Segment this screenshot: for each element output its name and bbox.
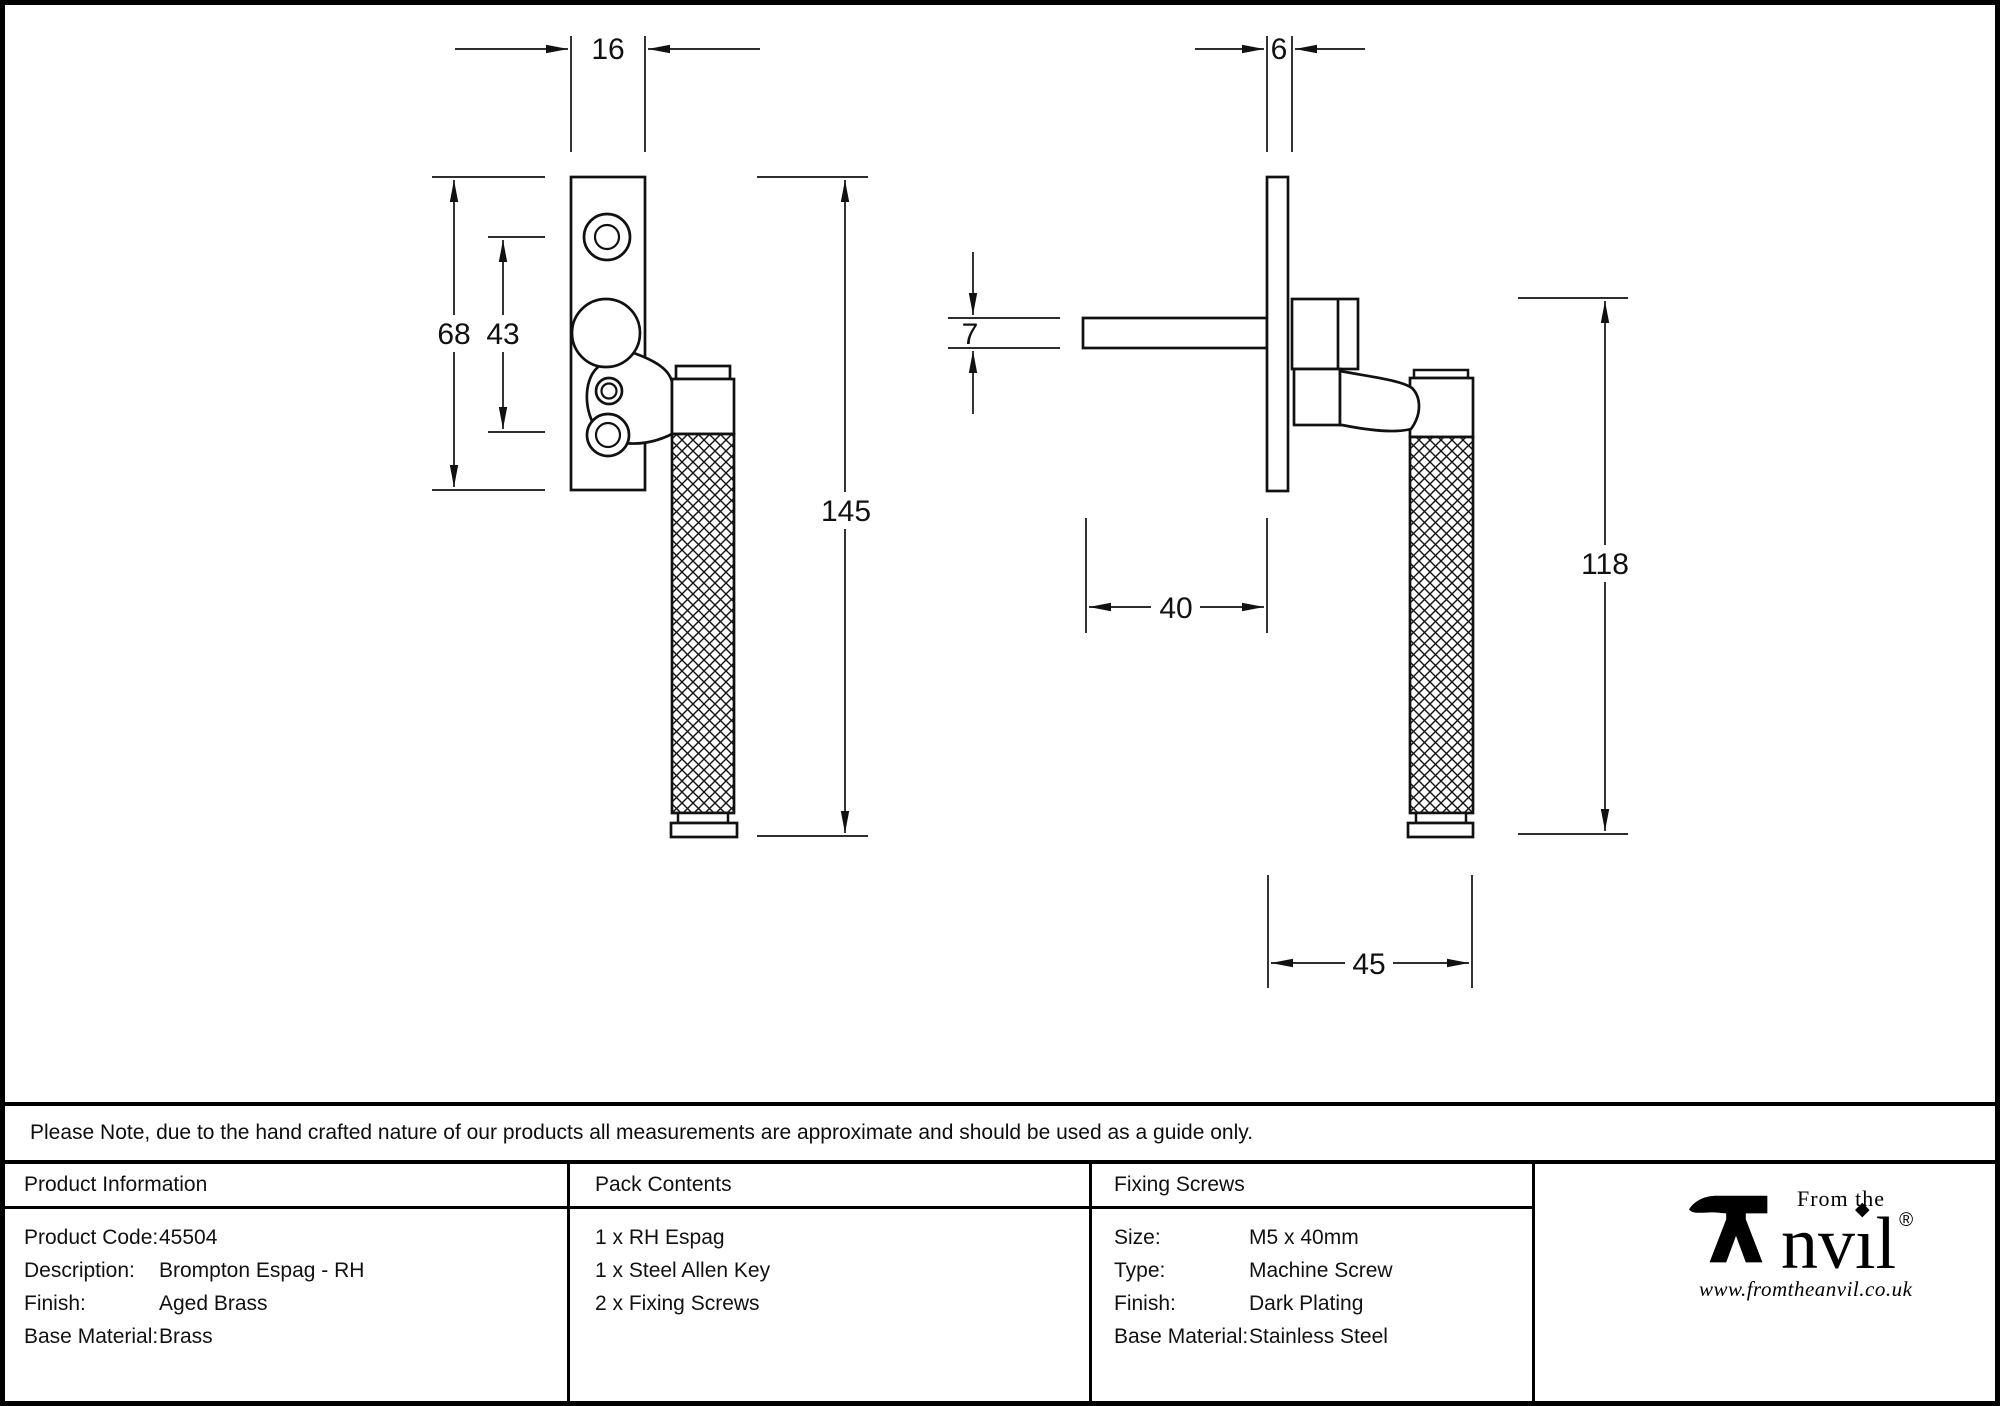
- row-value: Brompton Espag - RH: [159, 1259, 365, 1282]
- dim-handle-projection: 45: [1352, 948, 1385, 981]
- product-information-cell: Product Code: 45504 Description: Brompto…: [5, 1209, 570, 1401]
- note-text: Please Note, due to the hand crafted nat…: [30, 1121, 1254, 1144]
- fixing-screws-header: Fixing Screws: [1092, 1164, 1535, 1209]
- row-value: 45504: [159, 1226, 218, 1249]
- row-label: Base Material:: [24, 1325, 159, 1348]
- bottom-screw-hole-inner: [594, 421, 622, 449]
- measurements-note-bar: Please Note, due to the hand crafted nat…: [5, 1102, 1995, 1160]
- grip-collar-side: [1408, 376, 1475, 439]
- table-row: Base Material: Brass: [24, 1320, 567, 1353]
- spindle-bar: [1081, 316, 1269, 350]
- grip-collar: [670, 377, 736, 436]
- table-row: Finish: Dark Plating: [1114, 1287, 1532, 1320]
- pivot-knob: [570, 297, 642, 369]
- logo-nv: nv: [1781, 1203, 1855, 1285]
- handle-lower-block: [1292, 367, 1342, 427]
- product-info-table: Product Information Pack Contents Fixing…: [5, 1160, 1995, 1401]
- grip-endcap: [669, 821, 739, 839]
- dim-6-lines: [1195, 36, 1365, 152]
- row-label: Description:: [24, 1259, 135, 1282]
- side-view: [948, 36, 1634, 988]
- handle-body-block: [1290, 297, 1360, 371]
- list-item: 2 x Fixing Screws: [595, 1292, 760, 1315]
- registered-trademark-icon: ®: [1899, 1210, 1914, 1231]
- dim-handle-length: 118: [1581, 548, 1629, 581]
- row-label: Size:: [1114, 1226, 1161, 1249]
- list-item: 1 x RH Espag: [595, 1226, 725, 1249]
- grip-knurl-side: [1408, 435, 1475, 815]
- table-row: Description: Brompton Espag - RH: [24, 1254, 567, 1287]
- table-row: Type: Machine Screw: [1114, 1254, 1532, 1287]
- logo-website-url: www.fromtheanvil.co.uk: [1699, 1277, 1913, 1302]
- dimension-labels: 16 68 43 145 6 7 40 118 45: [437, 33, 1629, 981]
- row-value: Brass: [159, 1325, 213, 1348]
- row-value: Aged Brass: [159, 1292, 268, 1315]
- anvil-wordmark: From the nv◆ıl®: [1781, 1186, 1913, 1285]
- table-row: Base Material: Stainless Steel: [1114, 1320, 1532, 1353]
- diamond-tittle-icon: ◆: [1855, 1199, 1870, 1220]
- dim-spindle-thickness: 7: [962, 318, 979, 351]
- table-row: Product Code: 45504: [24, 1221, 567, 1254]
- anvil-icon: [1687, 1191, 1785, 1271]
- grip-neck-side: [1414, 811, 1468, 825]
- row-label: Finish:: [1114, 1292, 1176, 1315]
- pack-contents-cell: 1 x RH Espag 1 x Steel Allen Key 2 x Fix…: [570, 1209, 1092, 1401]
- logo-l: l: [1875, 1203, 1897, 1285]
- handle-neck: [1338, 369, 1421, 433]
- dim-overall-height: 145: [821, 495, 871, 528]
- dim-screw-hole-spacing: 43: [486, 318, 519, 351]
- plate-side: [1265, 175, 1290, 493]
- logo-from-the: From the: [1797, 1186, 1886, 1211]
- from-the-anvil-logo: From the nv◆ıl® www.fromtheanvil.co.uk: [1687, 1186, 1957, 1302]
- grip-neck: [676, 811, 730, 825]
- row-label: Base Material:: [1114, 1325, 1249, 1348]
- dim-backplate-height: 68: [437, 318, 470, 351]
- table-row: Size: M5 x 40mm: [1114, 1221, 1532, 1254]
- row-label: Finish:: [24, 1292, 86, 1315]
- grub-screw-inner: [600, 382, 618, 400]
- table-row: Finish: Aged Brass: [24, 1287, 567, 1320]
- fixing-screws-cell: Size: M5 x 40mm Type: Machine Screw Fini…: [1092, 1209, 1535, 1401]
- list-item: 1 x Steel Allen Key: [595, 1259, 771, 1282]
- grip-endcap-side: [1406, 821, 1475, 839]
- row-value: Dark Plating: [1249, 1292, 1364, 1315]
- logo-i: ◆ı: [1855, 1199, 1876, 1285]
- row-value: Machine Screw: [1249, 1259, 1393, 1282]
- row-label: Product Code:: [24, 1226, 159, 1249]
- brand-logo-cell: From the nv◆ıl® www.fromtheanvil.co.uk: [1535, 1164, 1995, 1401]
- dim-backplate-width: 16: [591, 33, 624, 66]
- row-label: Type:: [1114, 1259, 1166, 1282]
- dim-plate-thickness: 6: [1271, 33, 1288, 66]
- row-value: Stainless Steel: [1249, 1325, 1388, 1348]
- dim-spindle-length: 40: [1159, 592, 1192, 625]
- product-information-header: Product Information: [5, 1164, 570, 1209]
- grip-cap: [674, 364, 732, 381]
- top-screw-hole-inner: [593, 223, 621, 251]
- pack-contents-header: Pack Contents: [570, 1164, 1092, 1209]
- front-view: [432, 36, 873, 839]
- dim-7-lines: [948, 252, 1060, 414]
- dim-16-lines: [455, 36, 760, 152]
- logo-anvil-word: nv◆ıl®: [1781, 1199, 1913, 1285]
- row-value: M5 x 40mm: [1249, 1226, 1359, 1249]
- technical-drawing: 16 68 43 145 6 7 40 118 45: [5, 5, 1995, 1102]
- grip-knurl: [670, 432, 736, 815]
